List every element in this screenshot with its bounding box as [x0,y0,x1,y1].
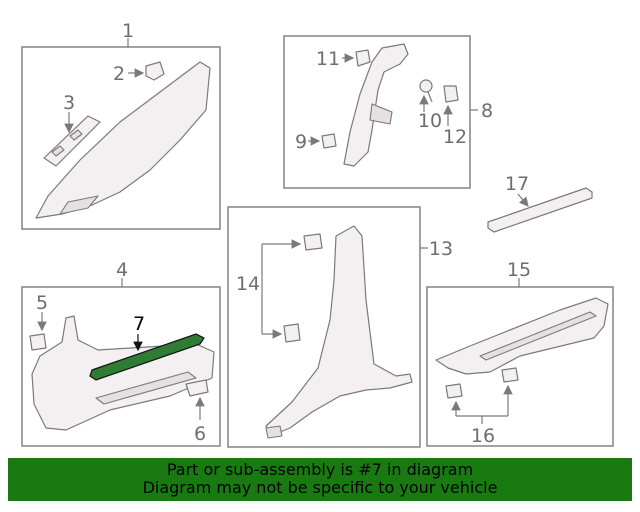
callout-13: 13 [429,238,453,260]
callout-11: 11 [316,48,340,70]
banner-line-2: Diagram may not be specific to your vehi… [142,478,498,497]
callout-12: 12 [443,126,467,148]
rear-sill-plate-15 [435,297,609,375]
screw-10 [419,79,433,93]
parts-diagram: 1 2 3 11 9 10 12 8 17 [21,20,614,448]
clip-5 [29,333,47,351]
callout-7: 7 [133,313,145,335]
pillar-trim-1 [35,61,211,219]
callout-4: 4 [116,259,128,281]
clip-9 [321,133,337,149]
callout-6: 6 [194,423,206,445]
clip-14a [303,233,323,251]
clip-14b [283,323,301,343]
panel-13: 14 13 [227,206,453,448]
clip-16a [445,383,463,399]
center-pillar-trim-13 [265,225,413,437]
clip-6 [185,379,209,397]
panel-4: 4 5 6 7 [21,259,221,447]
callout-3: 3 [63,92,75,114]
banner-line-1: Part or sub-assembly is #7 in diagram [166,460,474,479]
clip-11 [355,49,371,67]
callout-10: 10 [418,110,442,132]
clip-16b [501,367,519,383]
panel-8: 11 9 10 12 8 [283,35,493,189]
clip-12 [443,85,459,103]
panel-1: 1 2 3 [21,20,221,230]
sill-strip-17 [487,187,593,233]
panel-15: 15 16 [426,259,614,447]
highlight-part-7 [89,333,205,381]
callout-1: 1 [122,20,134,42]
kick-panel-4 [31,315,215,431]
callout-14: 14 [236,273,260,295]
info-banner: Part or sub-assembly is #7 in diagram Di… [8,458,632,501]
callout-16: 16 [471,425,495,447]
callout-17: 17 [505,173,529,195]
callout-2: 2 [113,63,125,85]
callout-5: 5 [36,292,48,314]
part-17: 17 [487,173,593,233]
clip-2 [145,61,165,81]
callout-8: 8 [481,100,493,122]
callout-15: 15 [507,259,531,281]
callout-9: 9 [295,131,307,153]
